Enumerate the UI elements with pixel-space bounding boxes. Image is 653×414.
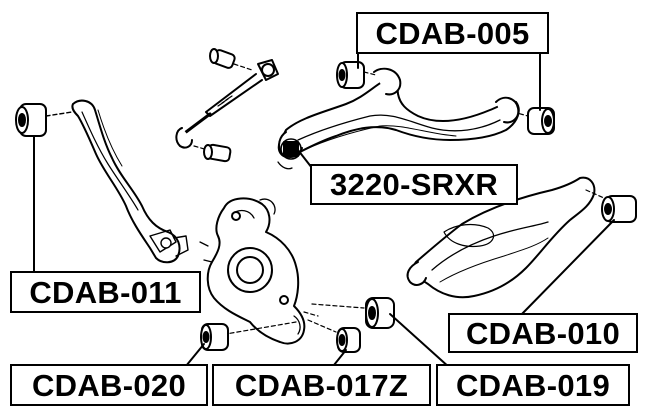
toe-control-link [175,48,279,163]
label-cdab-019: CDAB-019 [436,364,630,406]
label-cdab-017z: CDAB-017Z [212,364,431,406]
rear-knuckle [199,197,365,345]
leader-line-cdab-019 [389,313,451,369]
bushing-cdab-017z [336,327,361,353]
left-trailing-arm [71,99,189,264]
label-cdab-011: CDAB-011 [10,271,201,313]
label-cdab-005: CDAB-005 [356,12,549,54]
label-cdab-010: CDAB-010 [448,313,638,353]
leader-line-3220-srxr [297,149,313,169]
bushing-cdab-005-front [336,61,402,96]
leader-line-cdab-020 [185,343,205,367]
ball-joint-3220-srxr [280,138,302,160]
bushing-cdab-011 [15,103,73,137]
bushing-cdab-005-rear [495,96,555,135]
bushing-cdab-020 [200,323,229,351]
label-3220-srxr: 3220-SRXR [310,164,518,205]
bushing-cdab-019 [365,297,395,329]
upper-control-arm [277,80,520,170]
leader-line-cdab-010 [519,219,615,317]
bushing-cdab-010 [601,195,637,223]
label-cdab-020: CDAB-020 [10,364,208,406]
